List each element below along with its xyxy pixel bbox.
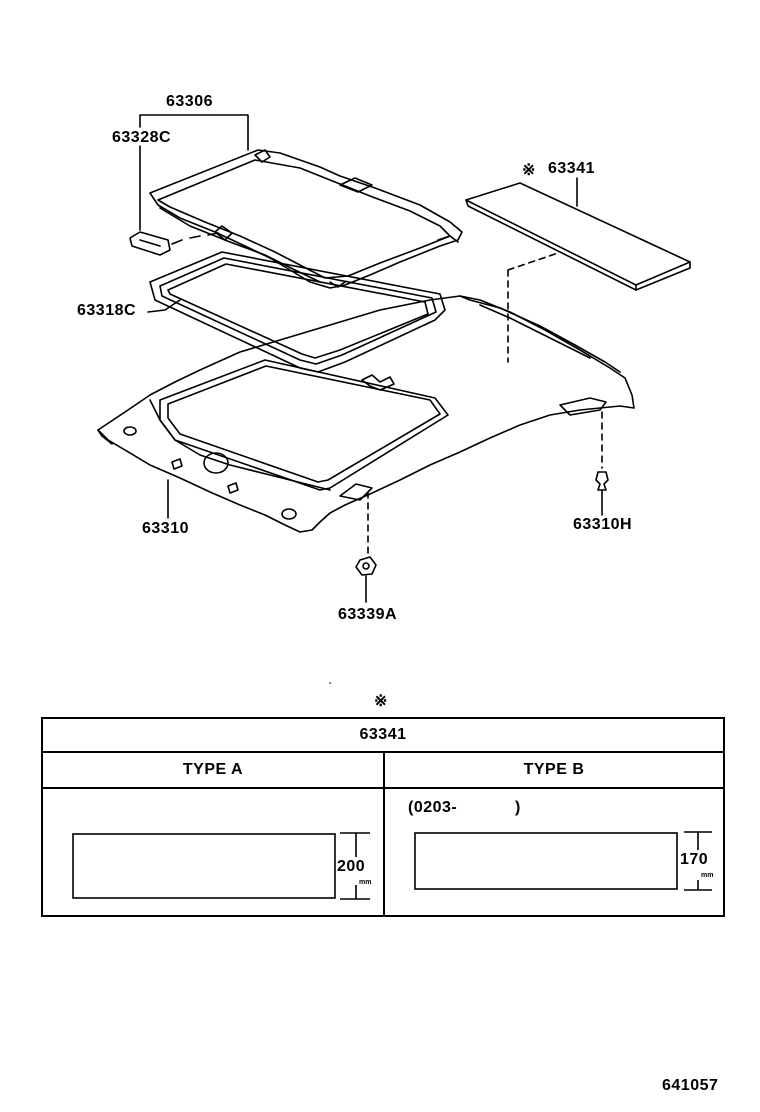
- part-label-63318C: 63318C: [77, 302, 137, 319]
- type-a-dimension-value: 200: [337, 858, 366, 875]
- table-column-divider: [383, 789, 385, 915]
- part-label-63339A: 63339A: [338, 606, 398, 623]
- type-b-dimension-value: 170: [680, 851, 709, 868]
- part-label-63310: 63310: [142, 520, 189, 537]
- part-63328C-clip: [129, 231, 171, 256]
- leader-63318C: [147, 299, 181, 313]
- part-label-63310H: 63310H: [573, 516, 633, 533]
- table-header-type-a: TYPE A: [43, 753, 385, 787]
- leader-63306: [139, 114, 249, 151]
- part-63339A-clip: [355, 556, 377, 576]
- stray-dot: [329, 682, 331, 684]
- type-b-date-range-close: ): [515, 799, 521, 816]
- type-b-date-range-open: (0203-: [408, 799, 458, 816]
- type-a-dimension-lines: [340, 832, 370, 900]
- type-b-pad-shape: [414, 832, 678, 890]
- pad-type-table: 63341 TYPE A TYPE B: [41, 717, 725, 917]
- table-header-row: TYPE A TYPE B: [43, 753, 723, 789]
- part-63306-housing: [149, 149, 463, 289]
- part-label-63341: 63341: [548, 160, 595, 177]
- dashed-leader-63341: [507, 252, 559, 363]
- part-63310-headliner: [97, 295, 635, 533]
- reference-mark: ※: [522, 162, 536, 179]
- part-label-63306: 63306: [166, 93, 213, 110]
- dashed-leader-63328C: [171, 232, 219, 245]
- part-label-63328C: 63328C: [112, 129, 172, 146]
- table-reference-mark: ※: [374, 693, 388, 710]
- type-a-pad-shape: [72, 833, 336, 899]
- type-a-dimension-unit: mm: [359, 879, 372, 886]
- type-b-dimension-unit: mm: [701, 872, 714, 879]
- diagram-number: 641057: [662, 1077, 719, 1094]
- part-63318C-seal: [149, 251, 446, 373]
- type-b-dimension-lines: [684, 831, 712, 891]
- part-63310H-clip: [595, 471, 609, 491]
- table-title: 63341: [43, 719, 723, 753]
- part-63341-pad: [465, 182, 691, 291]
- table-header-type-b: TYPE B: [523, 761, 585, 778]
